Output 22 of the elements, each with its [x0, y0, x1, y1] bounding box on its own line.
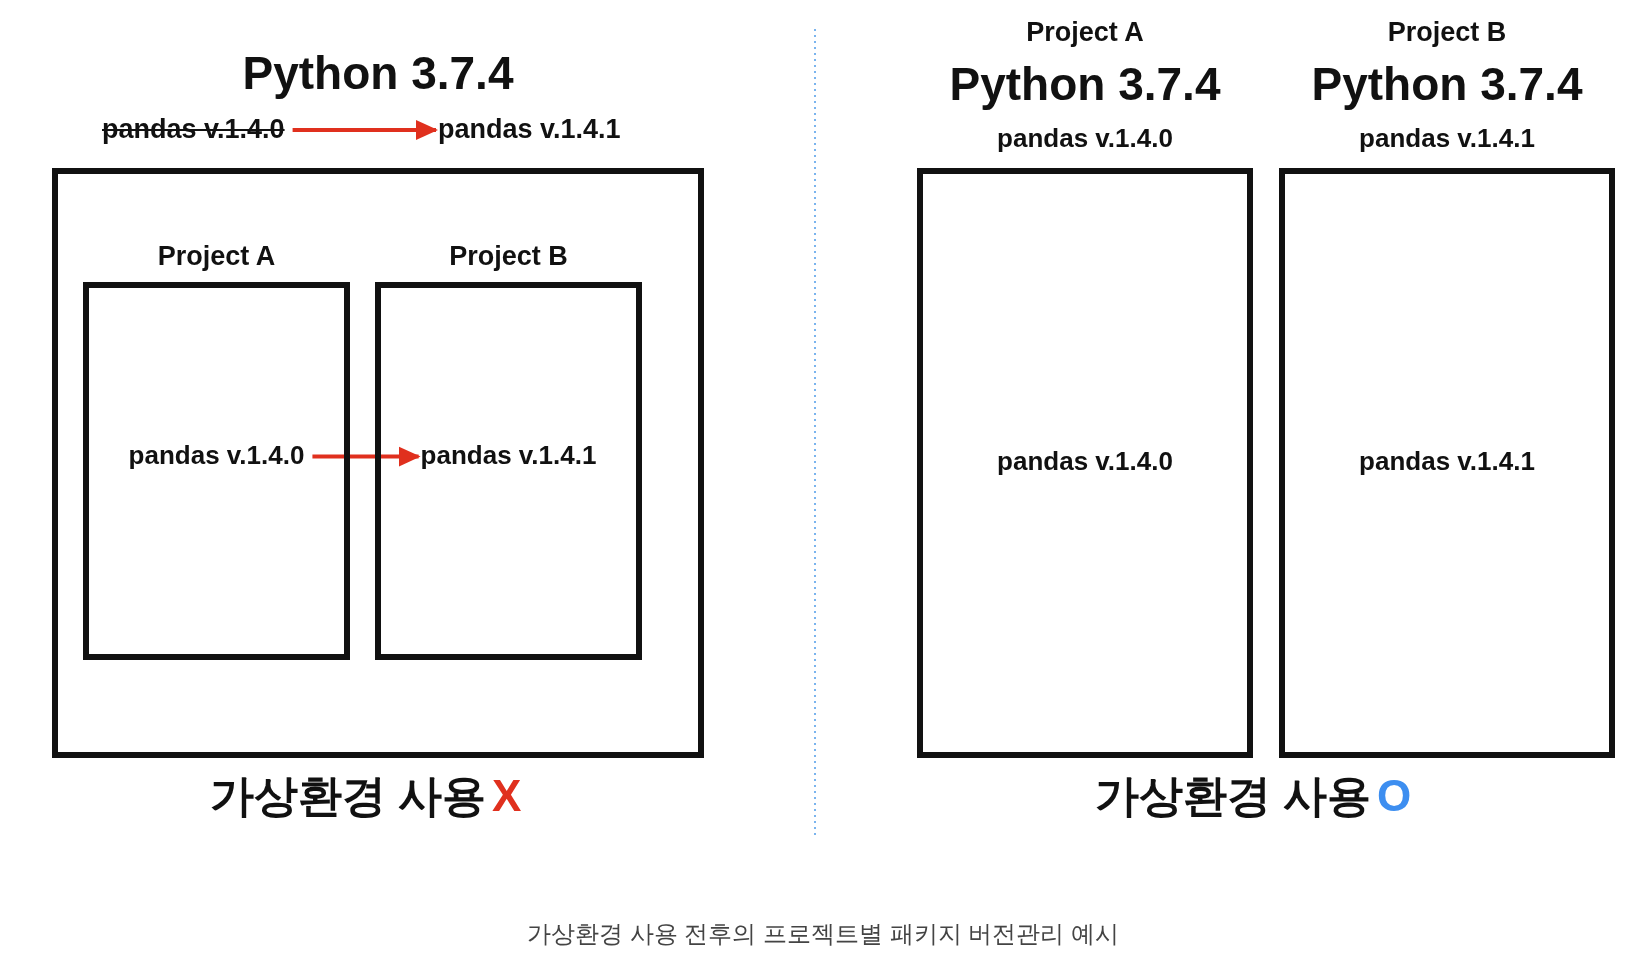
caption-text: 가상환경 사용 [210, 770, 487, 822]
status-mark: X [492, 770, 522, 822]
arrow [312, 446, 421, 467]
heading-text: Project A [1026, 16, 1144, 49]
heading-text: Project B [1387, 16, 1507, 49]
heading-text: Project A [157, 240, 276, 273]
version-text: pandas v.1.4.0 [997, 446, 1173, 478]
caption: 가상환경 사용 전후의 프로젝트별 패키지 버전관리 예시 [527, 920, 1119, 947]
version-text: pandas v.1.4.1 [438, 112, 621, 146]
heading-text: Project B [449, 240, 568, 273]
version-text: pandas v.1.4.0 [102, 112, 285, 146]
version-text: pandas v.1.4.0 [997, 123, 1173, 155]
heading-text: Python 3.7.4 [1311, 57, 1583, 112]
version-text: pandas v.1.4.1 [1359, 446, 1535, 478]
status-mark: O [1377, 770, 1412, 822]
version-text: pandas v.1.4.1 [420, 440, 597, 472]
heading-text: Python 3.7.4 [242, 46, 514, 101]
caption-text: 가상환경 사용 [1095, 770, 1372, 822]
version-text: pandas v.1.4.0 [128, 440, 305, 472]
heading-text: Python 3.7.4 [949, 57, 1221, 112]
arrow [292, 120, 438, 140]
version-text: pandas v.1.4.1 [1359, 123, 1535, 155]
